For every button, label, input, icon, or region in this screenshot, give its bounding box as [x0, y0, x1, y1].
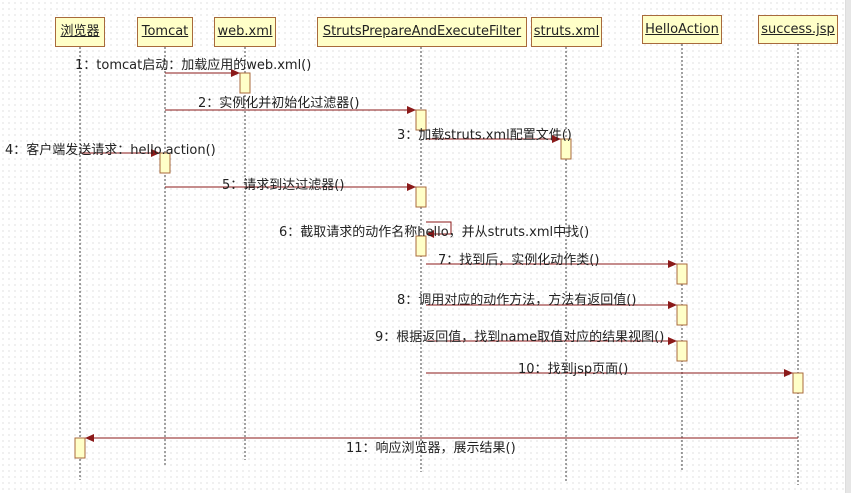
arrowhead-icon — [784, 369, 793, 377]
arrowhead-icon — [426, 230, 434, 238]
arrowhead-icon — [668, 260, 677, 268]
activation-bar — [792, 372, 804, 394]
message-1-label: 1：tomcat启动：加载应用的web.xml() — [75, 58, 312, 73]
arrowhead-icon — [85, 434, 94, 442]
message-6-label: 6：截取请求的动作名称hello，并从struts.xml中找() — [279, 225, 590, 240]
message-11-label: 11：响应浏览器，展示结果() — [346, 441, 516, 456]
activation-bar — [560, 138, 572, 160]
arrowhead-icon — [407, 106, 416, 114]
message-5-label: 5：请求到达过滤器() — [222, 178, 345, 193]
message-6-arrow — [426, 221, 452, 235]
participant-tomcat[interactable]: Tomcat — [137, 17, 193, 47]
participant-struts-filter[interactable]: StrutsPrepareAndExecuteFilter — [317, 17, 527, 47]
activation-bar — [415, 186, 427, 208]
arrowhead-icon — [668, 301, 677, 309]
message-3-label: 3：加载struts.xml配置文件() — [397, 128, 572, 143]
message-4-label: 4：客户端发送请求：hello.action() — [5, 143, 216, 158]
message-8-label: 8：调用对应的动作方法，方法有返回值() — [397, 293, 637, 308]
scrollbar[interactable] — [846, 0, 851, 493]
arrowhead-icon — [407, 183, 416, 191]
arrowhead-icon — [231, 69, 240, 77]
activation-bar — [74, 437, 86, 459]
participant-success-jsp[interactable]: success.jsp — [758, 15, 838, 44]
arrowhead-icon — [552, 135, 561, 143]
activation-bar — [415, 235, 427, 257]
message-9-label: 9：根据返回值，找到name取值对应的结果视图() — [375, 330, 665, 345]
participant-web-xml[interactable]: web.xml — [214, 17, 276, 47]
message-7-label: 7：找到后，实例化动作类() — [438, 253, 600, 268]
activation-bar — [676, 340, 688, 362]
activation-bar — [159, 152, 171, 174]
arrowhead-icon — [151, 149, 160, 157]
participant-browser[interactable]: 浏览器 — [55, 17, 105, 47]
arrowhead-icon — [668, 337, 677, 345]
activation-bar — [676, 263, 688, 285]
activation-bar — [676, 304, 688, 326]
participant-struts-xml[interactable]: struts.xml — [531, 17, 602, 47]
activation-bar — [239, 72, 251, 94]
message-2-label: 2：实例化并初始化过滤器() — [198, 96, 360, 111]
activation-bar — [415, 109, 427, 131]
participant-hello-action[interactable]: HelloAction — [642, 15, 722, 44]
message-10-label: 10：找到jsp页面() — [518, 362, 629, 377]
